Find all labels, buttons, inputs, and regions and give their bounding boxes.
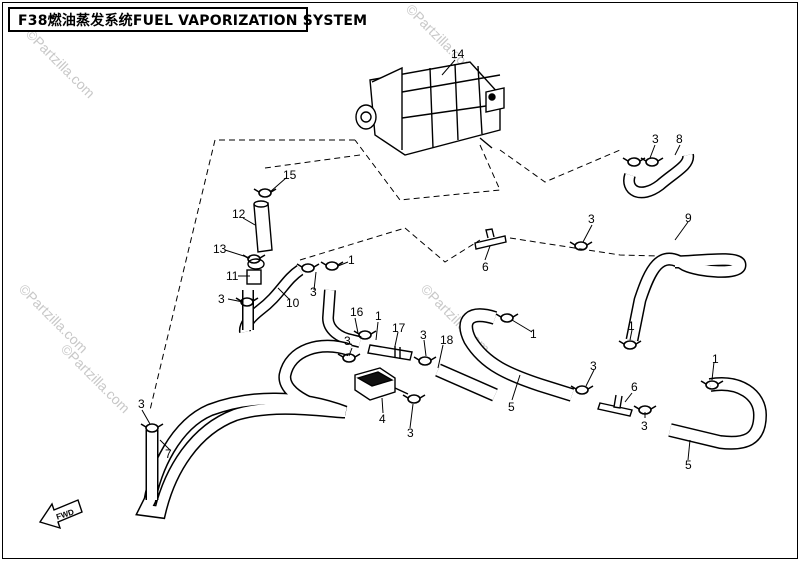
hose-7[interactable] — [135, 339, 353, 520]
callout-3[interactable]: 3 — [344, 334, 351, 348]
callout-17[interactable]: 17 — [392, 321, 406, 335]
callout-3[interactable]: 3 — [138, 397, 145, 411]
callout-6[interactable]: 6 — [631, 380, 638, 394]
callout-1[interactable]: 1 — [375, 309, 382, 323]
callout-4[interactable]: 4 — [379, 412, 386, 426]
callout-labels: 14 15 12 13 11 3 10 1 3 16 1 17 3 18 4 3… — [138, 47, 719, 472]
callout-1[interactable]: 1 — [628, 319, 635, 333]
connector-17[interactable] — [367, 344, 413, 361]
callout-5[interactable]: 5 — [685, 458, 692, 472]
leader-lines — [149, 139, 741, 411]
callout-1[interactable]: 1 — [530, 327, 537, 341]
callout-9[interactable]: 9 — [685, 211, 692, 225]
callout-3[interactable]: 3 — [218, 292, 225, 306]
callout-1[interactable]: 1 — [348, 253, 355, 267]
callout-7[interactable]: 7 — [165, 447, 172, 461]
canister[interactable] — [355, 61, 505, 156]
watermark: ©Partzilla.com — [58, 341, 133, 416]
watermark: ©Partzilla.com — [16, 281, 91, 356]
callout-3[interactable]: 3 — [588, 212, 595, 226]
callout-15[interactable]: 15 — [283, 168, 297, 182]
callout-11[interactable]: 11 — [226, 269, 239, 283]
callout-3[interactable]: 3 — [590, 359, 597, 373]
callout-5[interactable]: 5 — [508, 400, 515, 414]
callout-1[interactable]: 1 — [712, 352, 719, 366]
callout-3[interactable]: 3 — [407, 426, 414, 440]
callout-16[interactable]: 16 — [350, 305, 364, 319]
page-title: F38燃油蒸发系统FUEL VAPORIZATION SYSTEM — [18, 12, 368, 29]
callout-3[interactable]: 3 — [310, 285, 317, 299]
callout-10[interactable]: 10 — [286, 296, 300, 310]
hose-12[interactable] — [253, 200, 273, 253]
tee-fitting-6b[interactable] — [597, 394, 633, 417]
valve-4[interactable] — [354, 367, 409, 401]
watermark: ©Partzilla.com — [23, 26, 98, 101]
fitting-11[interactable] — [246, 258, 265, 285]
callout-18[interactable]: 18 — [440, 333, 454, 347]
fwd-arrow-icon: FWD — [38, 499, 83, 530]
callout-3[interactable]: 3 — [641, 419, 648, 433]
callout-14[interactable]: 14 — [451, 47, 465, 61]
callout-13[interactable]: 13 — [213, 242, 227, 256]
callout-6[interactable]: 6 — [482, 260, 489, 274]
callout-12[interactable]: 12 — [232, 207, 246, 221]
title-box: F38燃油蒸发系统FUEL VAPORIZATION SYSTEM — [8, 7, 367, 32]
callout-3[interactable]: 3 — [420, 328, 427, 342]
callout-3[interactable]: 3 — [652, 132, 659, 146]
callout-8[interactable]: 8 — [676, 132, 683, 146]
tee-fitting-6a[interactable] — [474, 228, 507, 250]
callout-leaders — [141, 59, 715, 461]
